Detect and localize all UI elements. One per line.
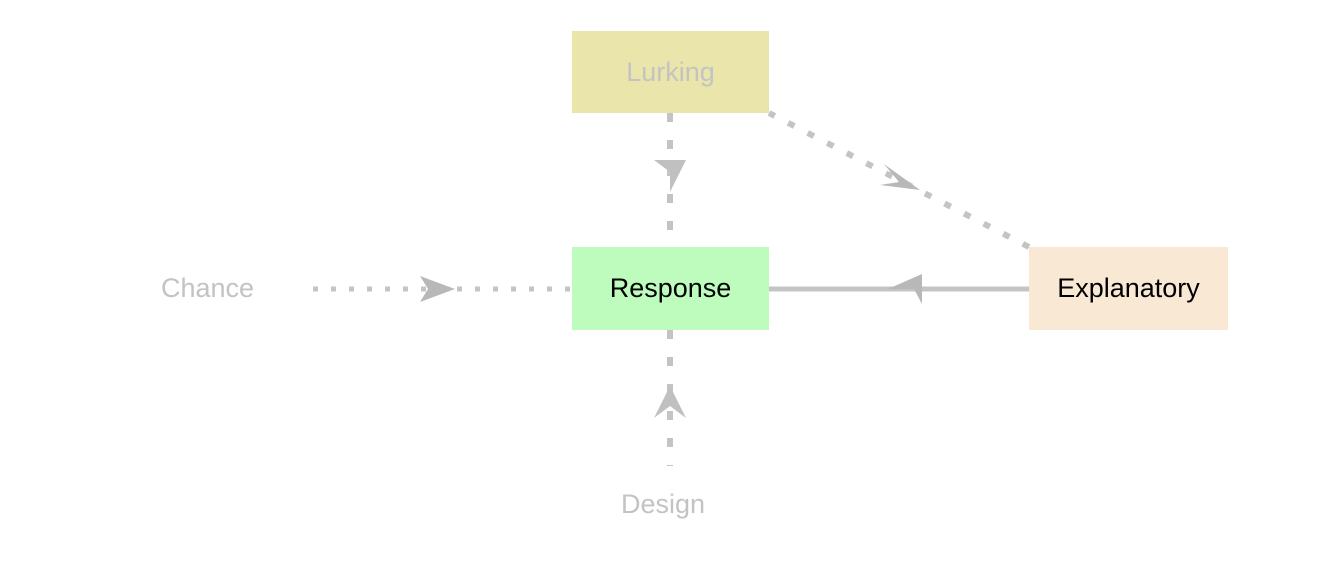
node-response-label: Response [609, 273, 732, 303]
edge-explanatory-to-lurking-line [767, 110, 1031, 250]
edge-chance-to-response-arrowhead [420, 276, 455, 302]
label-chance: Chance [161, 273, 255, 303]
node-response[interactable]: Response [572, 247, 769, 330]
node-explanatory-label: Explanatory [1057, 273, 1200, 303]
edge-explanatory-to-lurking [767, 110, 1031, 250]
edge-lurking-to-response [654, 113, 686, 247]
edge-lurking-to-response-arrowhead [654, 160, 686, 192]
edge-design-to-response-arrowhead [654, 386, 686, 418]
edge-design-to-response [654, 330, 686, 466]
label-design: Design [621, 489, 706, 519]
edge-explanatory-to-lurking-arrowhead [880, 164, 920, 190]
node-lurking-label: Lurking [626, 56, 715, 87]
node-explanatory[interactable]: Explanatory [1029, 247, 1228, 330]
edge-explanatory-to-response-arrowhead [888, 274, 922, 304]
node-lurking[interactable]: Lurking [572, 31, 769, 113]
edge-explanatory-to-response [769, 274, 1029, 304]
edge-chance-to-response [313, 276, 572, 302]
